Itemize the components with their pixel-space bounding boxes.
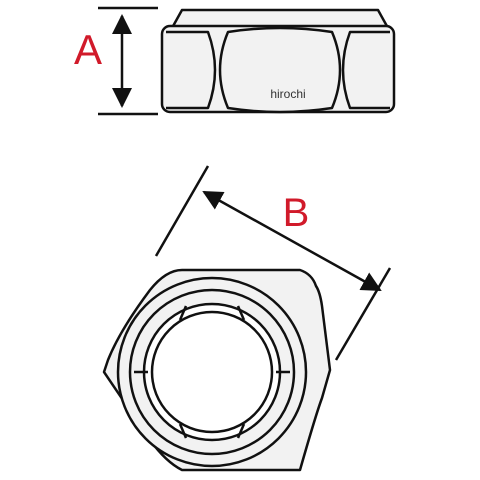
center-facet (218, 26, 342, 114)
dimension-b-label: B (283, 191, 310, 235)
dimension-b-extension-left (154, 165, 210, 257)
right-facet (341, 30, 390, 110)
left-facet (166, 30, 217, 110)
dimension-b: B (154, 165, 392, 361)
nut-top-view (102, 268, 332, 472)
dimension-a-label: A (74, 26, 102, 73)
ring-segment-dividers (134, 305, 290, 439)
dimension-a: A (74, 6, 158, 116)
nut-side-view (160, 8, 396, 114)
bore-circle (150, 310, 274, 434)
dimension-b-arrow (202, 190, 382, 292)
watermark-text: hirochi (270, 87, 305, 101)
